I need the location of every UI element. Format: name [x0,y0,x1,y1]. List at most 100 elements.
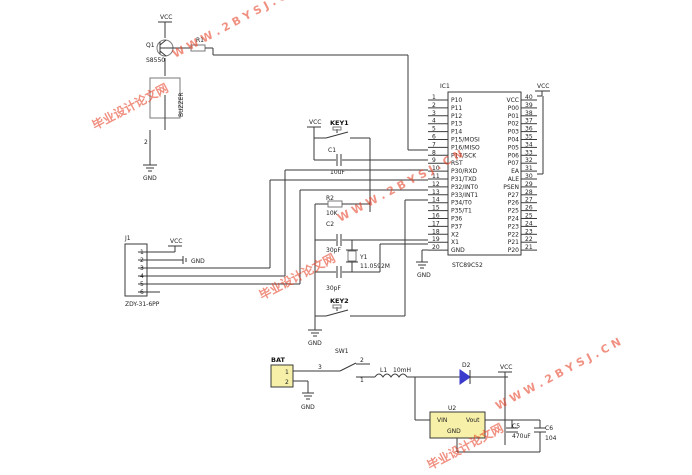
vcc-label-key1: VCC [309,119,321,126]
ic1-pin-name: EA [511,168,520,175]
power-supply: BAT 1 2 GND SW1 3 2 1 L1 10mH D2 VCC [270,348,557,453]
ic1-pin-name: P36 [451,216,462,223]
j1-pin-number: 5 [140,281,144,288]
d2-ref: D2 [462,362,471,369]
key2-switch[interactable] [325,309,349,317]
ic1-pin-name: P00 [508,105,519,112]
l1-inductor [374,373,408,378]
ic1-pin-name: P33/INT1 [451,192,478,199]
u2-pin-vin: VIN [437,417,447,424]
ic1-pin-number: 31 [525,165,533,172]
ic1-pin-number: 11 [432,173,440,180]
j1-pin-number: 3 [140,265,144,272]
sw1-switch[interactable] [339,362,357,372]
ic1-pin-name: P03 [508,129,519,136]
vcc-label-q1: VCC [160,14,172,21]
ic1-pin-name: RST [451,160,463,167]
ic1-pin-number: 37 [525,118,533,125]
ic1-pin-number: 34 [525,141,533,148]
ic1-pin-number: 18 [432,228,440,235]
ic1-pin-name: P07 [508,160,519,167]
ic1-pin-number: 2 [432,102,436,109]
ic1-pin-name: P21 [508,239,519,246]
watermark-site-3: W W W . 2 B Y S J . C N [493,335,623,412]
ic1-pin-name: P11 [451,105,462,112]
gnd-label-crystal: GND [308,340,322,347]
ic1-pin-name: ALE [508,176,519,183]
ic1-pin-name: P23 [508,223,519,230]
ic1-pin-name: P31/TXD [451,176,477,183]
ic1-pin-number: 15 [432,205,440,212]
ic1-pin-name: P35/T1 [451,208,472,215]
ic1-pin-name: PSEN [503,184,519,191]
gnd-label-ic1: GND [417,272,431,279]
vcc-label-psu: VCC [500,364,512,371]
c3-value: 30pF [326,285,341,292]
crystal-oscillator: C2 30pF 30pF Y1 11.0592M GND [308,204,428,347]
bat-pin-1: 1 [285,369,289,376]
j1-pin-number: 6 [140,289,144,296]
ic1-pin-number: 4 [432,118,436,125]
y1-ref: Y1 [359,254,368,261]
j1-ref: J1 [124,235,131,242]
vcc-label-ic1: VCC [537,83,549,90]
ic1-pin-name: P02 [508,121,519,128]
c1-value: 10uF [330,169,345,176]
key2-circuit: KEY2 [315,199,428,317]
c5-ref: C5 [512,423,520,430]
q1-ref: Q1 [146,42,155,49]
ic1-pin-name: P22 [508,231,519,238]
ic1-pin-number: 6 [432,134,436,141]
ic1-pin-name: P01 [508,113,519,120]
u2-ref: U2 [448,405,456,412]
ic1-pin-number: 19 [432,236,440,243]
ic1-pin-number: 24 [525,220,533,227]
gnd-label-j1: GND [191,258,205,265]
key1-switch[interactable] [325,131,349,139]
j1-pin-number: 1 [140,249,144,256]
watermark-site-1: W W W . 2 B Y S J . C N [170,0,300,61]
buzzer-driver: VCC Q1 S8550 R1 BUZZER 2 GND [143,14,428,182]
d2-diode [459,369,471,385]
ic1-pin-name: P15/MOSI [451,137,480,144]
ic1-pin-number: 33 [525,149,533,156]
ic1-pin-name: P27 [508,192,519,199]
j1-part: ZDY-31-6PP [125,301,160,308]
bat-pin-2: 2 [285,379,289,386]
ic1-pin-number: 26 [525,205,533,212]
ic1-pin-name: VCC [507,97,519,104]
ic1-pin-number: 7 [432,141,436,148]
r2-value: 10K [326,210,339,217]
ic1-pin-number: 20 [432,244,440,251]
watermark-cn-1: 毕业设计论文网 [89,80,170,133]
ic1-pin-name: X1 [451,239,459,246]
y1-value: 11.0592M [360,263,390,270]
ic1-pin-number: 1 [432,94,436,101]
gnd-label-buzzer: GND [143,175,157,182]
ic1-pin-number: 29 [525,181,533,188]
vcc-label-j1: VCC [170,238,182,245]
bat-ref: BAT [271,356,285,364]
ic1-pin-number: 21 [525,244,533,251]
ic1-pin-number: 13 [432,189,440,196]
ic1-pin-name: P04 [508,137,519,144]
ic1-pin-name: P05 [508,144,519,151]
ic1-pin-number: 36 [525,126,533,133]
buzzer-label: BUZZER [178,92,185,117]
buzzer-pin-label: 2 [144,139,148,146]
r1-ref: R1 [196,37,204,44]
watermark-site-2: W W W . 2 B Y S J . C N [335,147,465,224]
u2-pin-vout: Vout [466,417,480,424]
ic1-ref: IC1 [440,83,450,90]
ic1-pin-number: 39 [525,102,533,109]
ic1-pin-number: 5 [432,126,436,133]
ic1-pin-number: 27 [525,197,533,204]
ic1-pin-name: P12 [451,113,462,120]
ic1-pin-number: 38 [525,110,533,117]
j1-pin-number: 4 [140,273,144,280]
ic1-pin-number: 16 [432,213,440,220]
